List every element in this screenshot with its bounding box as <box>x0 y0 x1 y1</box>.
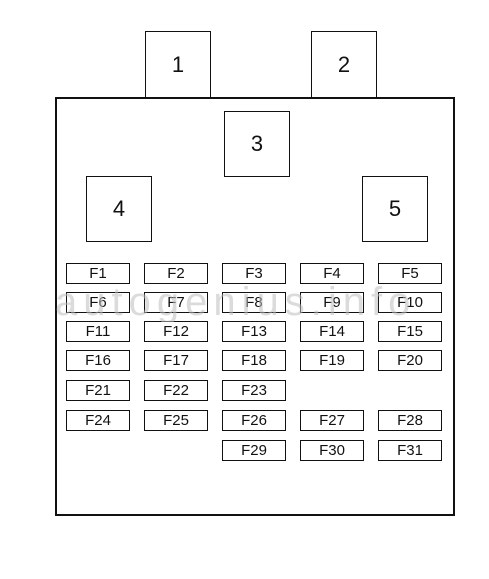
fuse-f18-label: F18 <box>241 352 267 369</box>
fuse-f9: F9 <box>300 292 364 313</box>
relay-1-label: 1 <box>171 51 185 77</box>
fuse-f27: F27 <box>300 410 364 431</box>
fuse-f10: F10 <box>378 292 442 313</box>
fuse-f2: F2 <box>144 263 208 284</box>
fuse-f20: F20 <box>378 350 442 371</box>
fuse-f6: F6 <box>66 292 130 313</box>
fuse-f3: F3 <box>222 263 286 284</box>
fuse-f5: F5 <box>378 263 442 284</box>
relay-2: 2 <box>311 31 377 98</box>
fuse-f22: F22 <box>144 380 208 401</box>
fuse-f29-label: F29 <box>241 442 267 459</box>
relay-3: 3 <box>224 111 290 177</box>
fuse-f8: F8 <box>222 292 286 313</box>
fuse-f8-label: F8 <box>245 294 263 311</box>
fuse-f21-label: F21 <box>85 382 111 399</box>
relay-5-label: 5 <box>388 196 402 221</box>
fuse-f27-label: F27 <box>319 412 345 429</box>
fuse-f13: F13 <box>222 321 286 342</box>
fuse-f24-label: F24 <box>85 412 111 429</box>
fuse-f15-label: F15 <box>397 323 423 340</box>
fuse-f17: F17 <box>144 350 208 371</box>
fuse-f19-label: F19 <box>319 352 345 369</box>
fuse-f1-label: F1 <box>89 265 107 282</box>
fuse-f26-label: F26 <box>241 412 267 429</box>
fuse-f9-label: F9 <box>323 294 341 311</box>
fuse-f16: F16 <box>66 350 130 371</box>
fuse-f3-label: F3 <box>245 265 263 282</box>
fuse-f10-label: F10 <box>397 294 423 311</box>
fuse-f16-label: F16 <box>85 352 111 369</box>
fuse-f26: F26 <box>222 410 286 431</box>
fuse-f29: F29 <box>222 440 286 461</box>
fuse-f25: F25 <box>144 410 208 431</box>
fuse-f5-label: F5 <box>401 265 419 282</box>
relay-5: 5 <box>362 176 428 242</box>
fuse-f1: F1 <box>66 263 130 284</box>
fuse-f14-label: F14 <box>319 323 345 340</box>
fuse-f28: F28 <box>378 410 442 431</box>
fuse-f12-label: F12 <box>163 323 189 340</box>
relay-4: 4 <box>86 176 152 242</box>
fuse-f28-label: F28 <box>397 412 423 429</box>
fuse-f30-label: F30 <box>319 442 345 459</box>
fuse-f22-label: F22 <box>163 382 189 399</box>
fuse-f15: F15 <box>378 321 442 342</box>
fuse-f24: F24 <box>66 410 130 431</box>
fuse-f19: F19 <box>300 350 364 371</box>
fuse-f25-label: F25 <box>163 412 189 429</box>
fuse-f7-label: F7 <box>167 294 185 311</box>
fuse-f4: F4 <box>300 263 364 284</box>
fuse-f23: F23 <box>222 380 286 401</box>
fuse-f11: F11 <box>66 321 130 342</box>
fuse-f7: F7 <box>144 292 208 313</box>
fuse-f2-label: F2 <box>167 265 185 282</box>
fuse-f6-label: F6 <box>89 294 107 311</box>
fuse-f12: F12 <box>144 321 208 342</box>
fuse-f11-label: F11 <box>85 323 111 340</box>
fuse-f31-label: F31 <box>397 442 423 459</box>
fuse-f14: F14 <box>300 321 364 342</box>
fuse-f13-label: F13 <box>241 323 267 340</box>
fuse-f30: F30 <box>300 440 364 461</box>
relay-4-label: 4 <box>112 196 126 221</box>
fuse-f17-label: F17 <box>163 352 189 369</box>
relay-2-label: 2 <box>337 51 351 77</box>
relay-3-label: 3 <box>250 131 264 156</box>
fuse-f21: F21 <box>66 380 130 401</box>
fuse-f18: F18 <box>222 350 286 371</box>
fuse-f4-label: F4 <box>323 265 341 282</box>
fuse-f20-label: F20 <box>397 352 423 369</box>
relay-1: 1 <box>145 31 211 98</box>
fuse-f23-label: F23 <box>241 382 267 399</box>
fuse-f31: F31 <box>378 440 442 461</box>
